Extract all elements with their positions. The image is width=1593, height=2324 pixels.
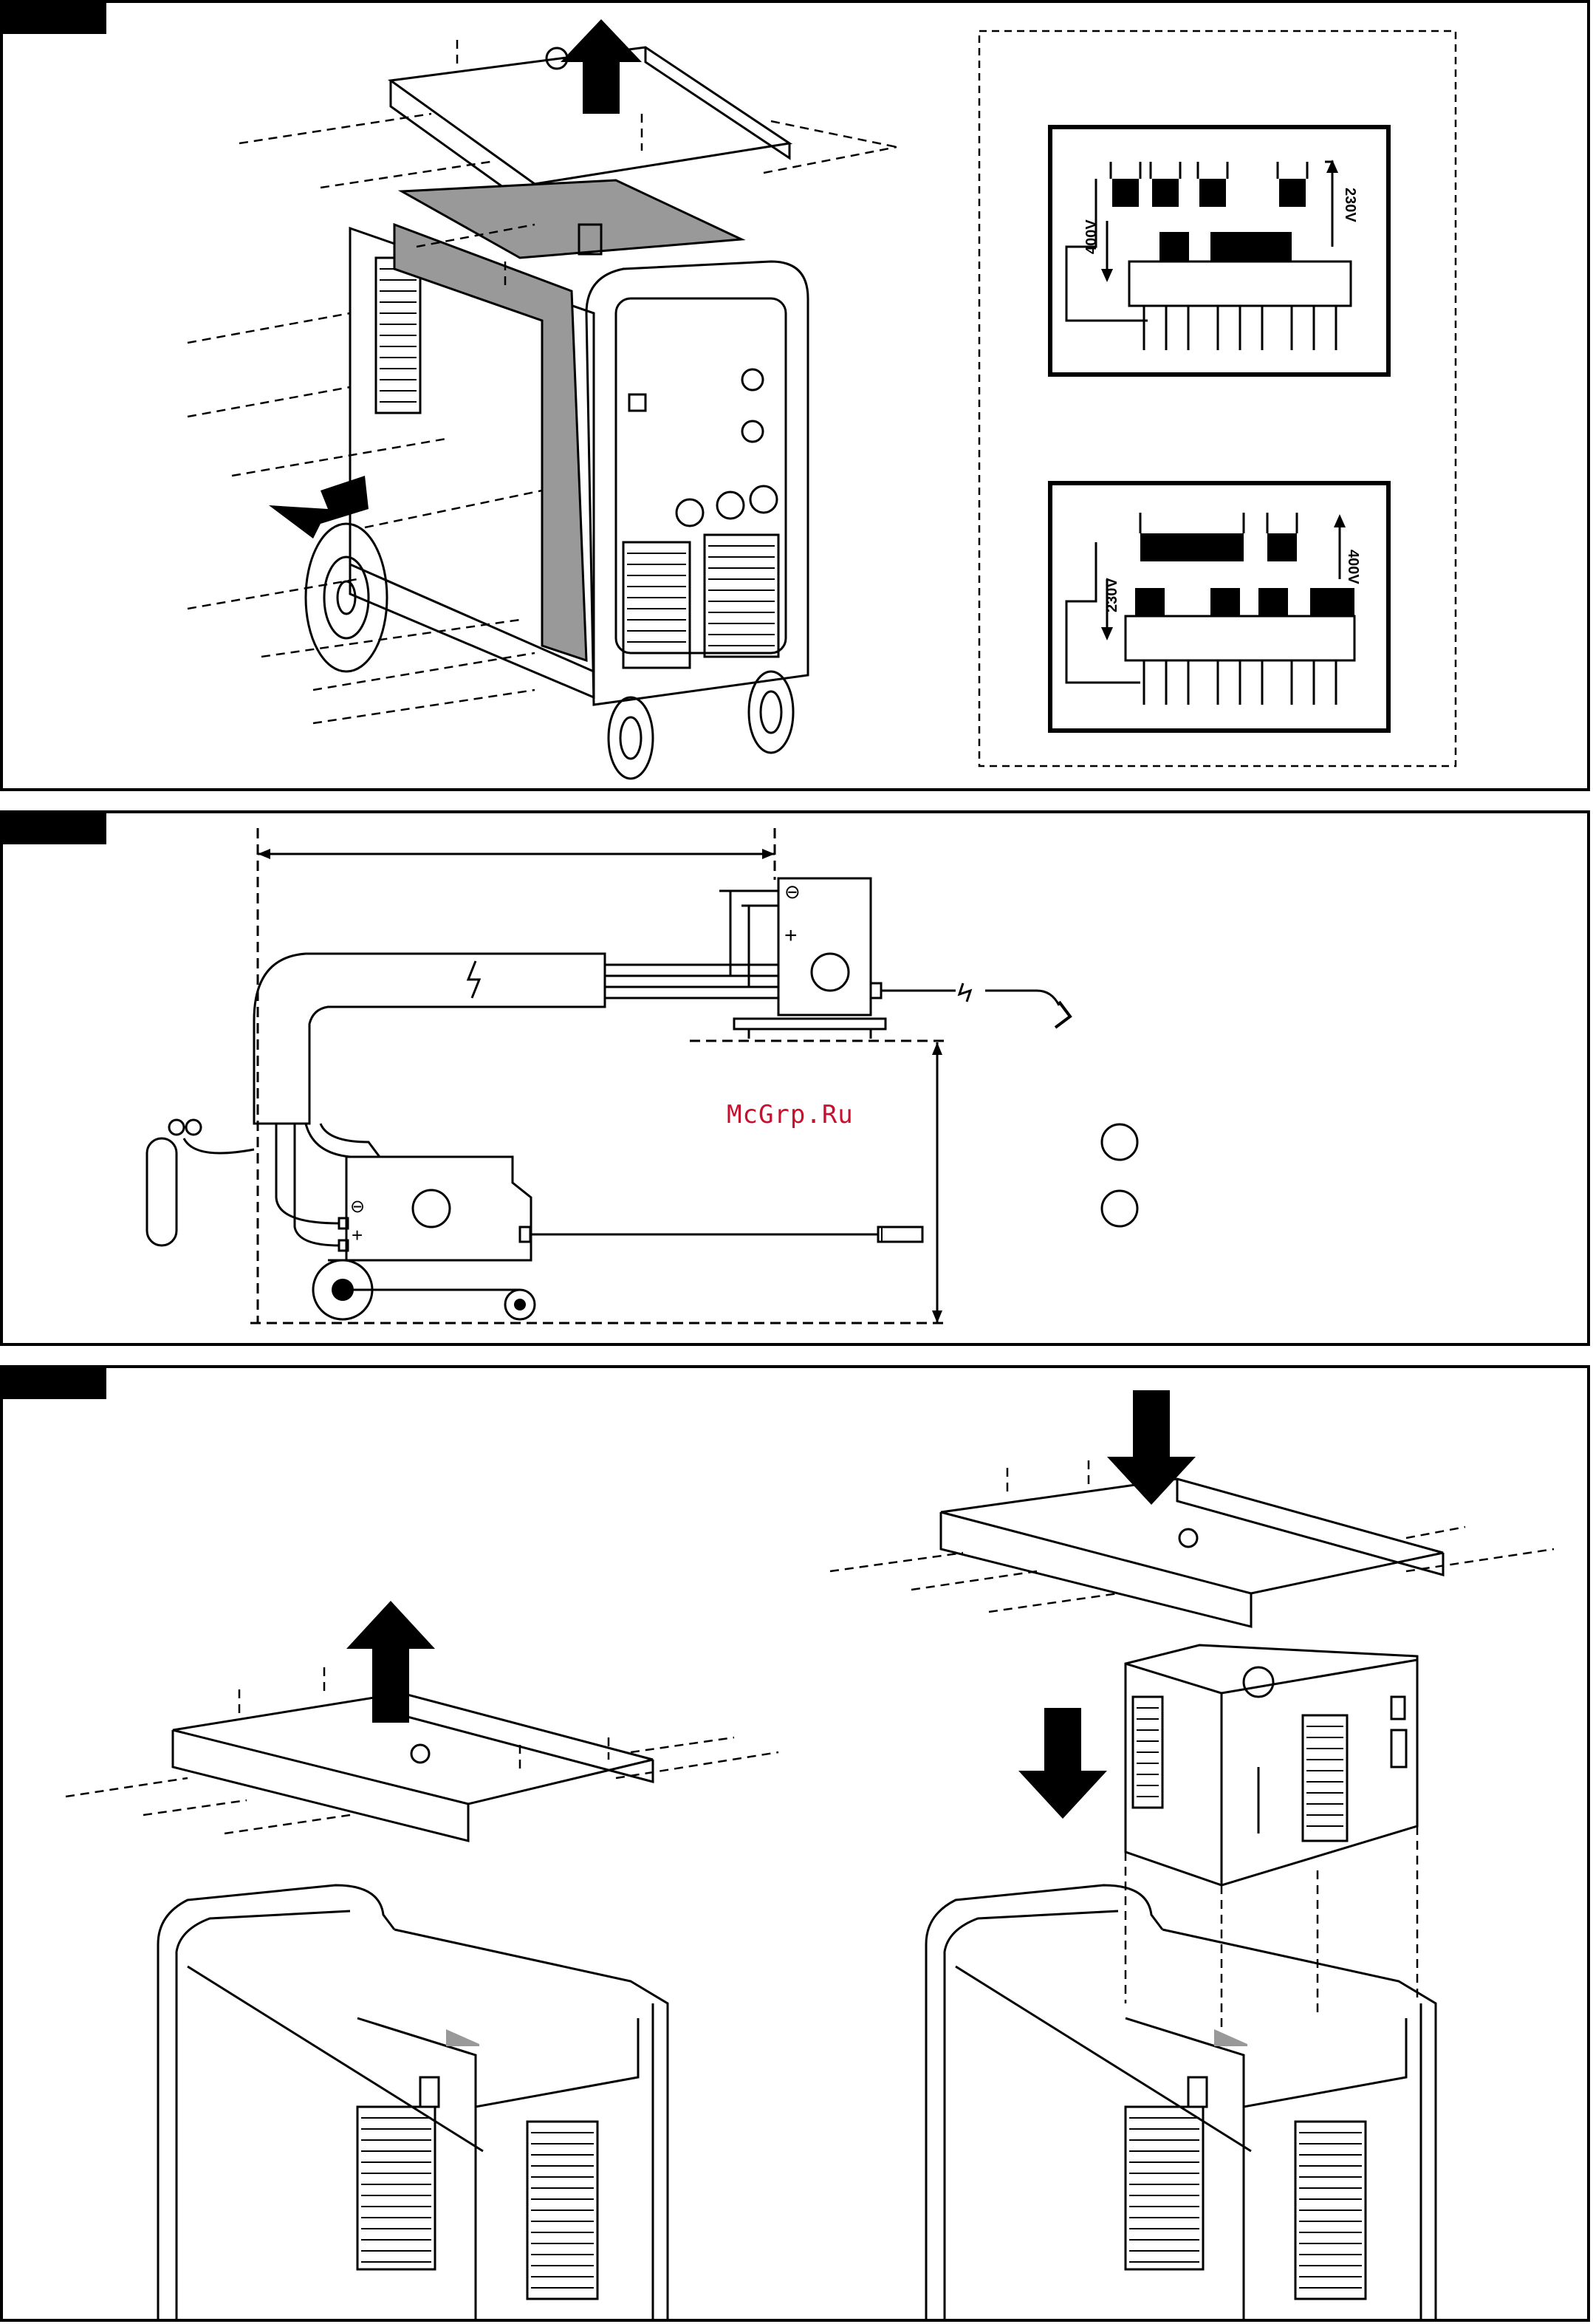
arrow-up-icon [561, 19, 642, 114]
voltage-label: 230V [1342, 188, 1358, 222]
panel-2-drawing: ⊖ + + ⊖ [3, 813, 1590, 1346]
panel-3-drawing [3, 1368, 1590, 2322]
voltage-label: 230V [1104, 578, 1120, 612]
terminal-box-bottom: 230V 400V [1050, 483, 1388, 731]
watermark: McGrp.Ru [727, 1100, 854, 1129]
gas-symbol: ⊖ [784, 881, 801, 903]
panel-3 [0, 1365, 1590, 2322]
arrow-up-icon [346, 1601, 435, 1723]
front-frame [586, 262, 808, 705]
plus-symbol: + [784, 923, 798, 948]
terminal-box-top: 400V 230V [1050, 127, 1388, 375]
panel-2: ⊖ + + ⊖ McGrp.Ru [0, 810, 1590, 1346]
arrow-down-icon [1018, 1708, 1107, 1819]
voltage-label: 400V [1083, 219, 1100, 254]
panel-1: 400V 230V [0, 0, 1590, 791]
big-wheel [306, 524, 387, 671]
voltage-label: 400V [1345, 550, 1361, 584]
right-lid [941, 1479, 1443, 1593]
cooling-unit [1126, 1645, 1417, 1885]
plus-symbol: + [352, 1224, 363, 1246]
gas-symbol: ⊖ [350, 1197, 365, 1217]
arrow-left-icon [269, 476, 369, 539]
panel-1-drawing: 400V 230V [3, 3, 1590, 791]
